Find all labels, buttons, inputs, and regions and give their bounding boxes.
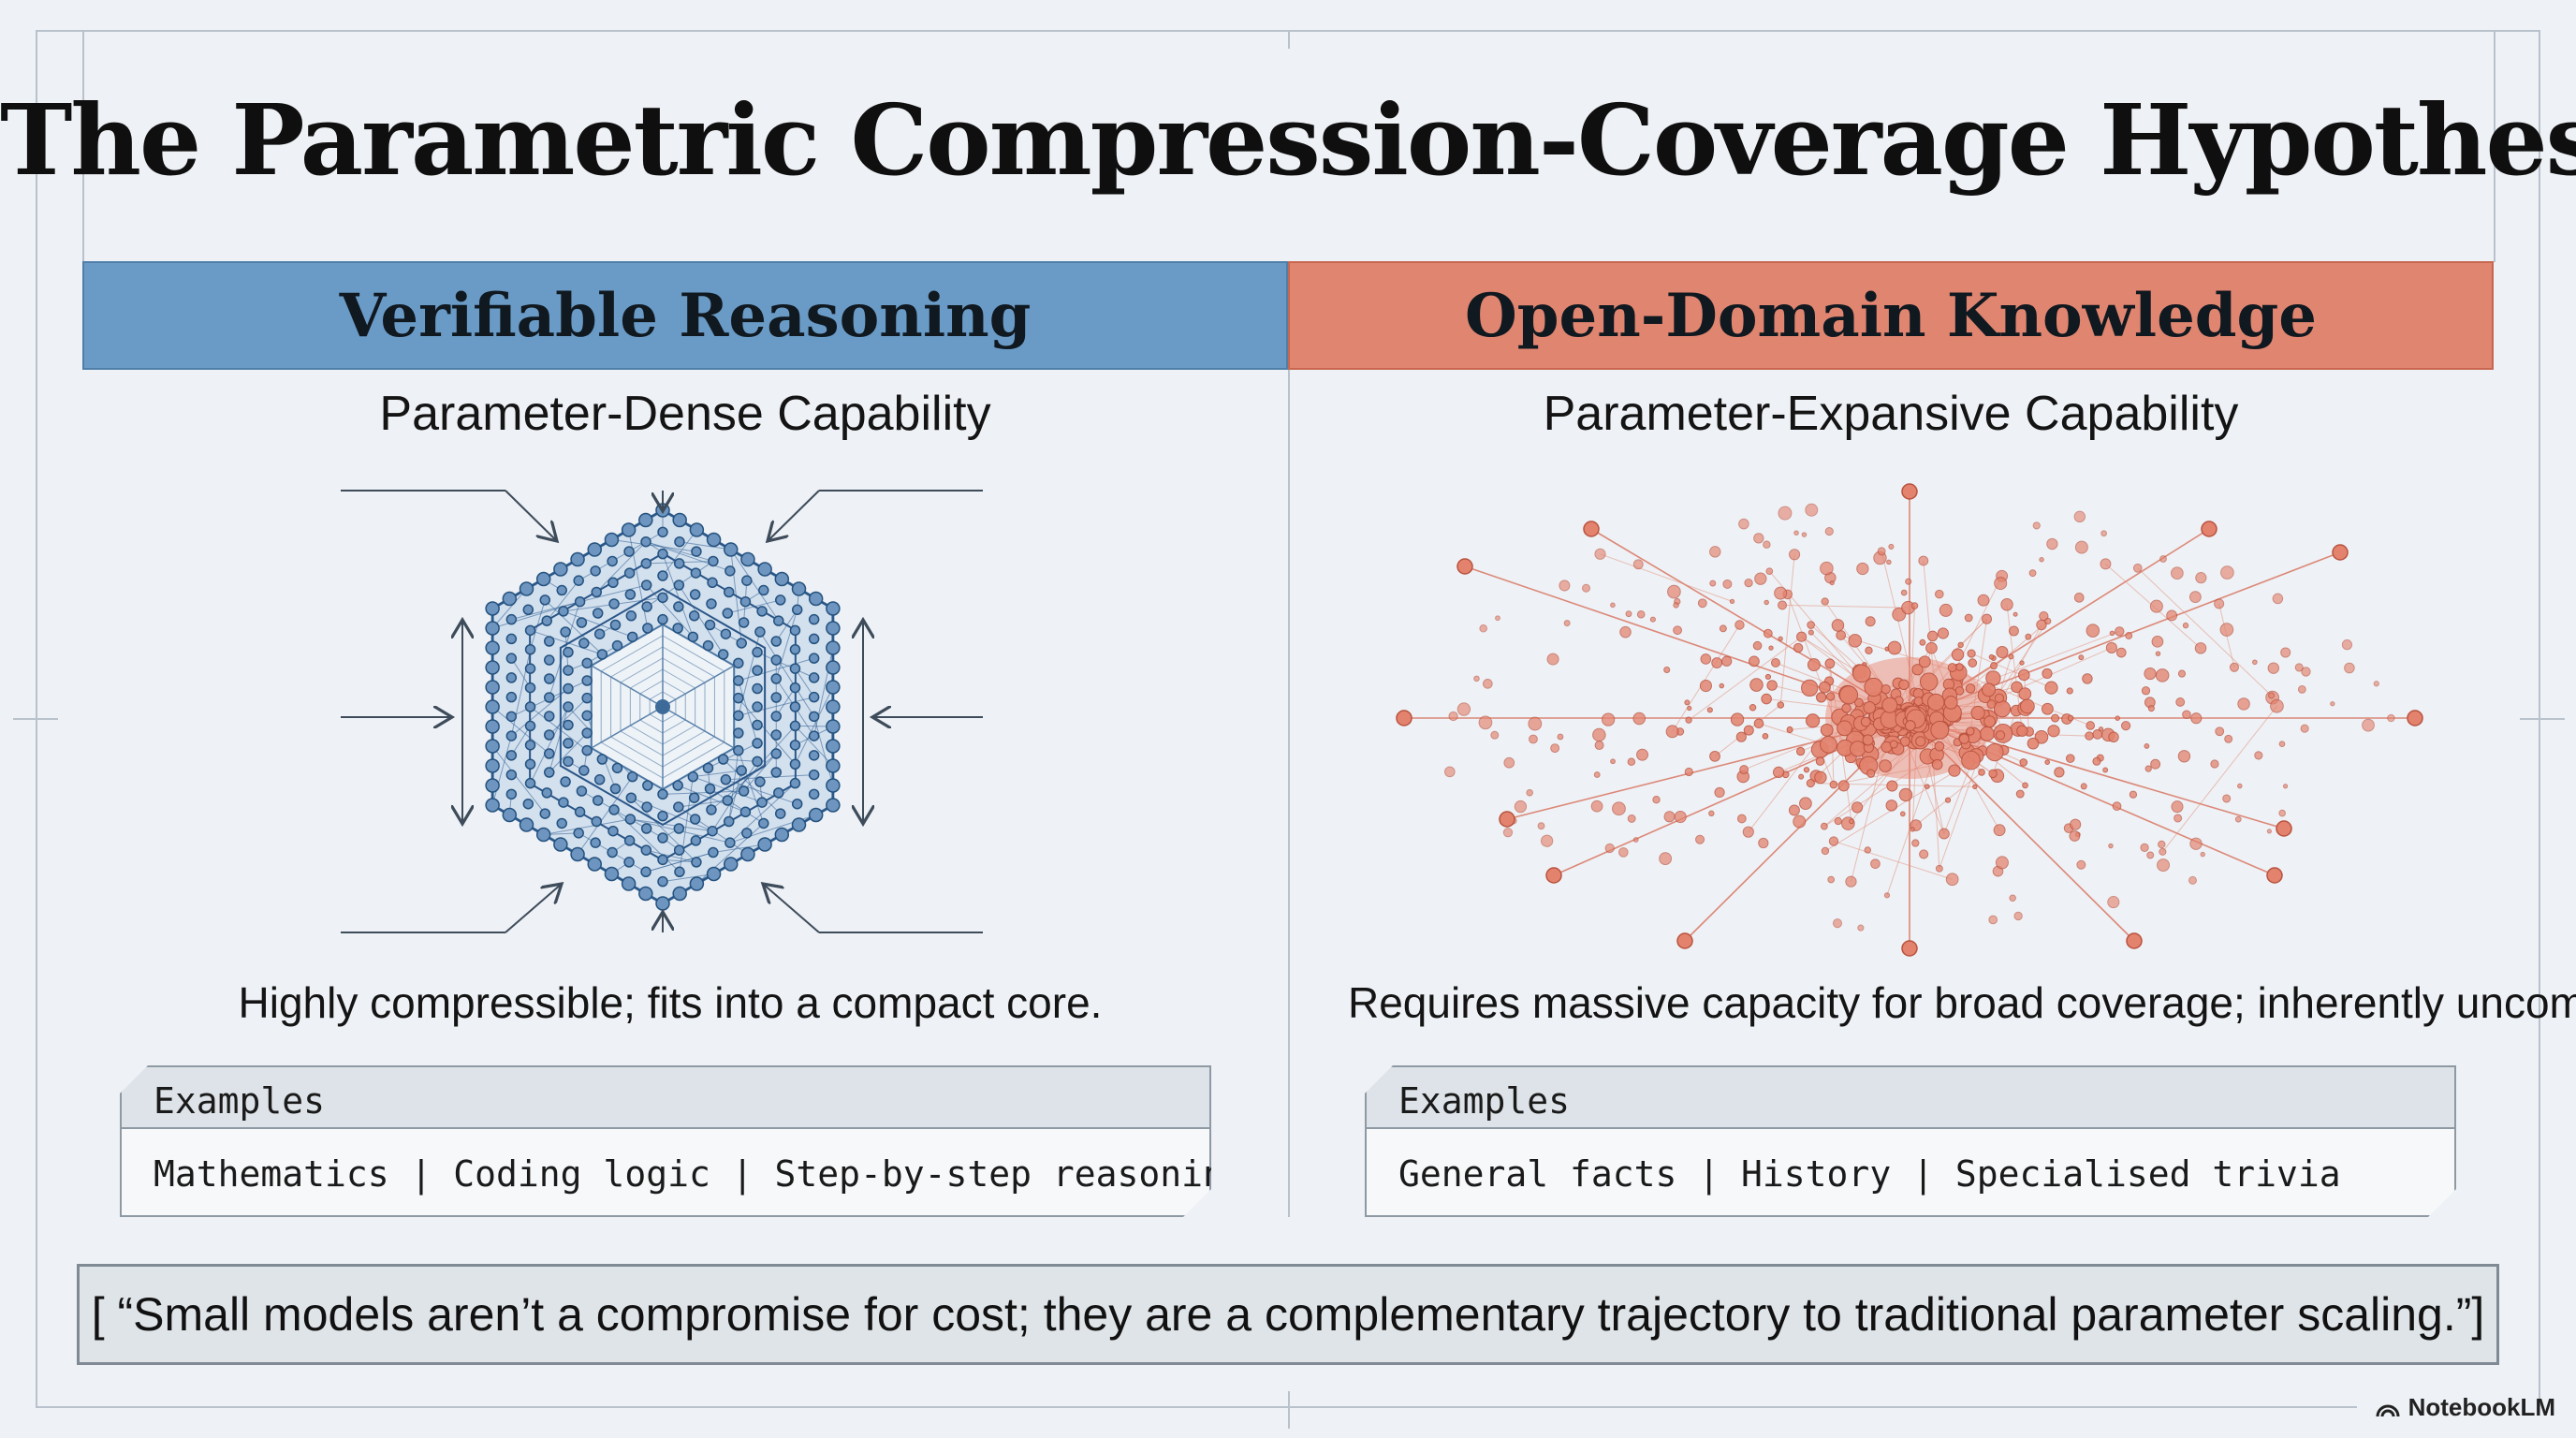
left-caption: Highly compressible; fits into a compact… bbox=[238, 978, 1103, 1027]
sprawling-network-icon bbox=[1396, 483, 2423, 957]
left-examples-box: Examples Mathematics | Coding logic | St… bbox=[120, 1065, 1211, 1217]
notebooklm-logo-icon bbox=[2376, 1404, 2400, 1416]
dense-hexagon-network-icon bbox=[341, 490, 983, 933]
frame-inner-top-right bbox=[2494, 30, 2496, 262]
brand-mark: NotebookLM bbox=[2375, 1393, 2555, 1422]
right-column-header: Open-Domain Knowledge bbox=[1288, 261, 2494, 370]
right-subtitle: Parameter-Expansive Capability bbox=[1543, 387, 2239, 441]
left-examples-label: Examples bbox=[154, 1080, 326, 1122]
left-subtitle: Parameter-Dense Capability bbox=[379, 387, 991, 441]
right-examples-box: Examples General facts | History | Speci… bbox=[1365, 1065, 2456, 1217]
brand-label: NotebookLM bbox=[2408, 1393, 2555, 1421]
right-examples-list: General facts | History | Specialised tr… bbox=[1398, 1153, 2341, 1195]
right-examples-header: Examples bbox=[1367, 1067, 2454, 1129]
frame-inner-top bbox=[82, 30, 84, 262]
frame-bottom bbox=[36, 1406, 2357, 1408]
right-caption: Requires massive capacity for broad cove… bbox=[1348, 978, 2576, 1027]
quote-banner: [ “Small models aren’t a compromise for … bbox=[77, 1264, 2499, 1365]
page-title: The Parametric Compression-Coverage Hypo… bbox=[0, 82, 2576, 198]
left-examples-header: Examples bbox=[122, 1067, 1209, 1129]
left-tick bbox=[13, 718, 58, 720]
center-divider bbox=[1288, 370, 1290, 1217]
center-tick-bottom bbox=[1288, 1391, 1290, 1429]
right-tick bbox=[2520, 718, 2565, 720]
left-examples-list: Mathematics | Coding logic | Step-by-ste… bbox=[154, 1153, 1246, 1195]
right-examples-label: Examples bbox=[1398, 1080, 1571, 1122]
center-tick-top bbox=[1288, 30, 1290, 49]
left-column-header: Verifiable Reasoning bbox=[82, 261, 1288, 370]
